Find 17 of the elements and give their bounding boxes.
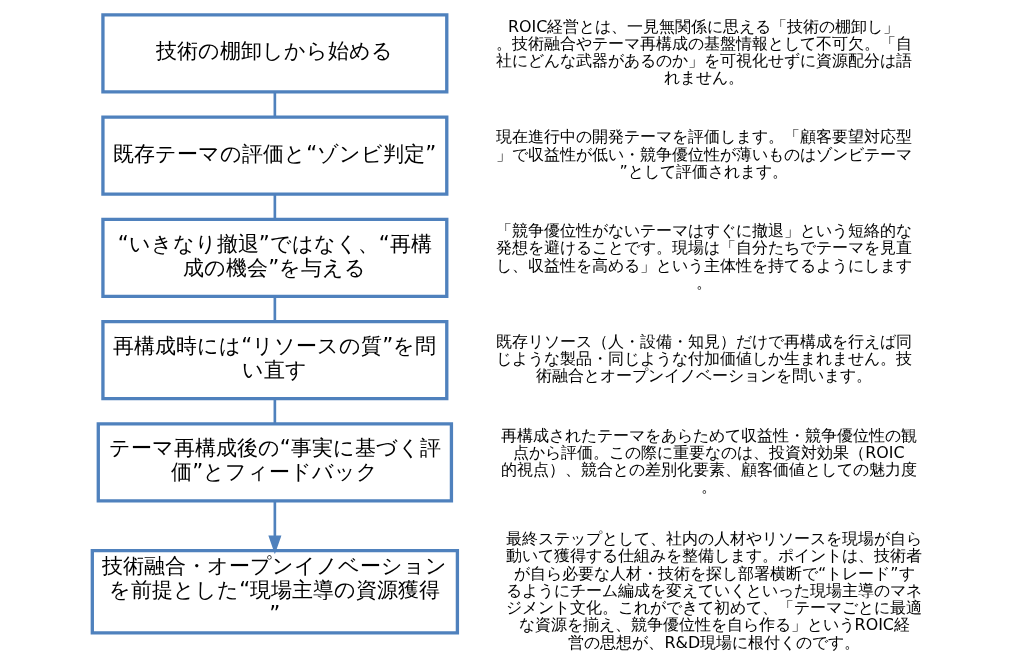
node-box: 既存テーマの評価と“ゾンビ判定” [100, 115, 448, 196]
node-label: 現在進行中の開発テーマを評価します。「顧客要望対応型」で収益性が低い・競争優位性が薄いものはゾンビテーマ”として評価されます。 [495, 127, 912, 181]
connector [273, 92, 276, 117]
node-box: 技術融合・オープンイノベーションを前提とした“現場主導の資源獲得” [90, 548, 459, 635]
node-box: テーマ再構成後の“事実に基づく評価”とフィードバック [96, 422, 453, 503]
connector [273, 194, 276, 219]
node-box: 技術の棚卸しから始める [100, 13, 448, 94]
node-label: 「競争優位性がないテーマはすぐに撤退」という短絡的な発想を避けることです。現場は「自分たちでテーマを見直し、収益性を高める」という主体性を持てるようにします。 [495, 221, 912, 292]
connector [273, 296, 276, 322]
arrow [267, 500, 281, 555]
node-label: 再構成されたテーマをあらためて収益性・競争優位性の観点から評価。この際に重要なのは、投資対効果（ROIC的視点）、競合との差別化要素、顧客価値としての魅力度。 [500, 425, 917, 497]
node-label: 既存リソース（人・設備・知見）だけで再構成を行えば同じような製品・同じような付加価値しか生まれません。技術融合とオープンイノベーションを問います。 [495, 331, 912, 386]
connector [273, 399, 276, 424]
node-label: ROIC経営とは、一見無関係に思える「技術の棚卸し」。技術融合やテーマ再構成の基盤情報として不可欠。「自社にどんな武器があるのか」を可視化せずに資源配分は語れません。 [495, 16, 912, 88]
node-box: 再構成時には“リソースの質”を問い直す [100, 319, 448, 401]
node-label: 最終ステップとして、社内の人材やリソースを現場が自ら動いて獲得する仕組みを整備します。ポイントは、技術者が自ら必要な人材・技術を探し部署横断で“トレード”するようにチーム編成を変えていくといった現場主導のマネジメント文化。これができて初めて、「テーマごとに最適な資源を揃え、競争優位性を自ら作る」というROIC経営の思想が、R&D現場に根付くのです。 [505, 529, 922, 652]
node-box: “いきなり撤退”ではなく、“再構成の機会”を与える [100, 217, 448, 298]
